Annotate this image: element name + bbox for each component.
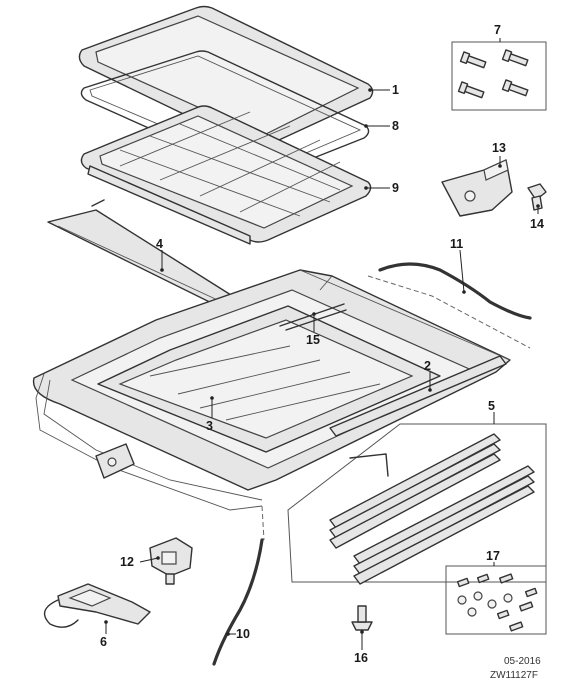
screws-kit-part (451, 41, 547, 111)
footer-date: 05-2016 (504, 656, 541, 667)
callout-10: 10 (236, 627, 250, 641)
footer-reference: ZW11127F (490, 670, 538, 681)
small-parts-kit-part (445, 565, 547, 635)
callout-2: 2 (424, 359, 431, 373)
glass-panel-part (78, 5, 374, 149)
callout-4: 4 (156, 237, 163, 251)
callout-14: 14 (530, 217, 544, 231)
callout-15: 15 (306, 333, 320, 347)
callout-1: 1 (392, 83, 399, 97)
seal-part (80, 50, 370, 178)
callout-7: 7 (494, 23, 501, 37)
callout-16: 16 (354, 651, 368, 665)
callout-9: 9 (392, 181, 399, 195)
bracket-part (441, 159, 513, 217)
wiring-harness-part (43, 583, 151, 628)
callout-3: 3 (206, 419, 213, 433)
screw-part (351, 605, 373, 631)
callout-5: 5 (488, 399, 495, 413)
rear-drain-tube-part (212, 505, 265, 666)
drain-hose-part (367, 262, 532, 349)
motor-part (149, 537, 193, 585)
callout-13: 13 (492, 141, 506, 155)
callout-11: 11 (450, 237, 463, 251)
sunshade-panel-part (80, 105, 372, 245)
callout-12: 12 (120, 555, 134, 569)
cable-clip-part (279, 303, 347, 331)
sunroof-frame-part (32, 269, 511, 511)
callout-17: 17 (486, 549, 500, 563)
rails-kit-part (287, 423, 547, 585)
callout-6: 6 (100, 635, 107, 649)
callout-8: 8 (392, 119, 399, 133)
leader-lines (104, 38, 540, 650)
